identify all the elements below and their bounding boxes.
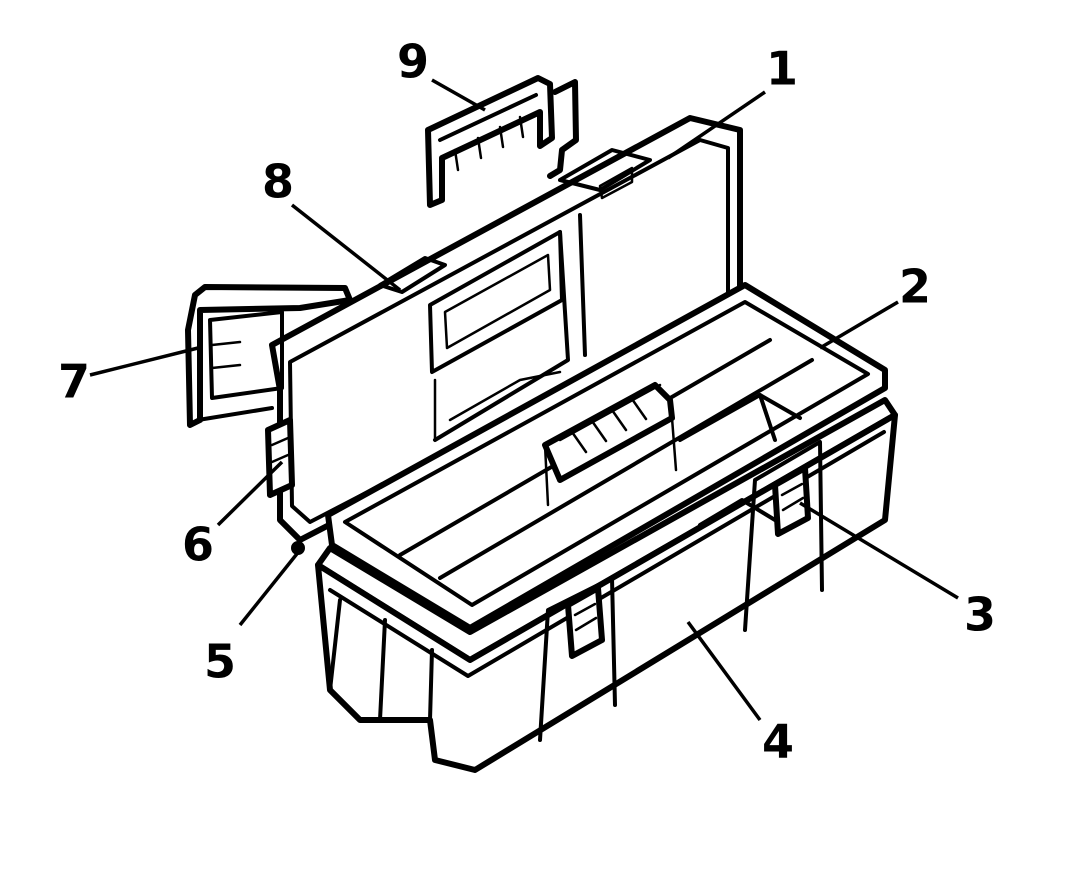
latch-front (565, 585, 605, 659)
carry-handle (425, 75, 579, 208)
part-label-4: 4 (762, 715, 794, 769)
leader-5 (238, 548, 302, 627)
leader-7 (89, 346, 199, 377)
leader-3 (799, 501, 959, 600)
part-label-9: 9 (397, 35, 429, 89)
toolbox-base (315, 397, 898, 773)
leader-4 (686, 620, 762, 722)
side-hinge (265, 417, 295, 498)
part-label-6: 6 (182, 518, 214, 572)
removable-tray (325, 282, 888, 631)
part-label-8: 8 (262, 155, 294, 209)
leader-6 (216, 460, 284, 527)
part-label-1: 1 (766, 42, 798, 96)
part-label-3: 3 (964, 588, 996, 642)
latch-right (772, 465, 811, 537)
leader-9 (431, 78, 486, 112)
part-label-5: 5 (204, 635, 236, 689)
part-label-2: 2 (899, 260, 931, 314)
side-latch-clip (185, 284, 353, 428)
leader-2 (819, 300, 899, 350)
part-label-7: 7 (58, 355, 90, 409)
leader-8 (290, 203, 402, 292)
leader-1 (667, 90, 766, 160)
